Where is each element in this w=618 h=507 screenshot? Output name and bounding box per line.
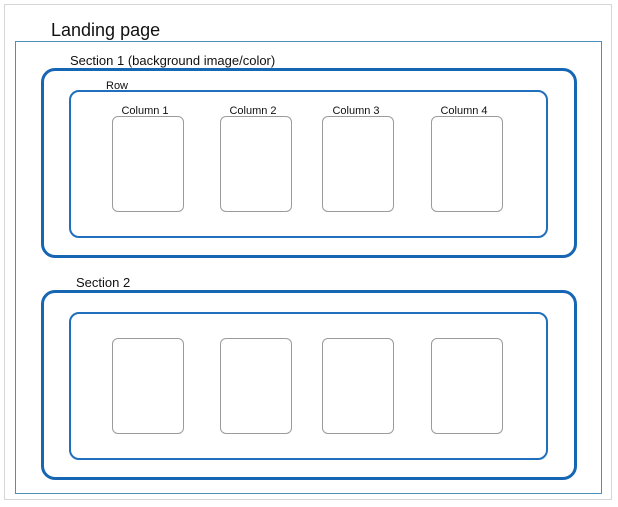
- column-2-label: Column 2: [229, 105, 277, 117]
- section-2-row: [69, 312, 548, 460]
- section-1-column-4: [431, 116, 503, 212]
- section-2-column-1: [112, 338, 184, 434]
- column-1-label: Column 1: [121, 105, 169, 117]
- landing-page-container: [15, 41, 602, 494]
- section-1-label: Section 1 (background image/color): [70, 53, 276, 68]
- row-label: Row: [106, 80, 129, 92]
- section-1-box: [41, 68, 577, 258]
- section-1-column-2: [220, 116, 292, 212]
- section-1-row: [69, 90, 548, 238]
- canvas-frame: [4, 4, 612, 500]
- column-4-label: Column 4: [440, 105, 488, 117]
- page-title: Landing page: [51, 20, 161, 40]
- section-2-label: Section 2: [76, 275, 131, 290]
- section-2-box: [41, 290, 577, 480]
- section-2-column-3: [322, 338, 394, 434]
- section-1-column-3: [322, 116, 394, 212]
- section-1-column-1: [112, 116, 184, 212]
- column-3-label: Column 3: [332, 105, 380, 117]
- section-2-column-4: [431, 338, 503, 434]
- section-2-column-2: [220, 338, 292, 434]
